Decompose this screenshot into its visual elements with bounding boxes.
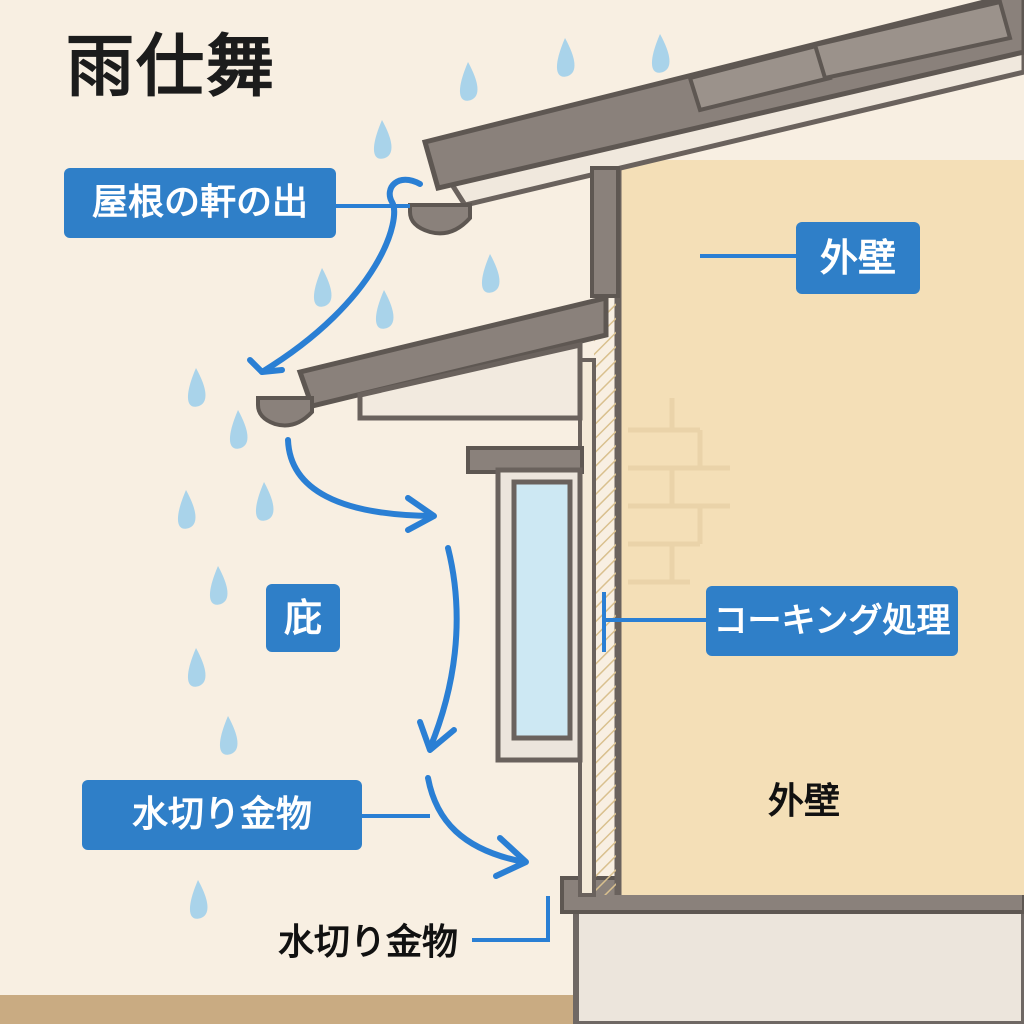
brick-pattern [628, 398, 730, 585]
text-exterior-wall: 外壁 [768, 781, 841, 822]
roof-tile-2 [812, 0, 1013, 81]
raindrop-icon [209, 566, 228, 605]
raindrop-icon [373, 120, 392, 159]
raindrop-icon [177, 490, 196, 529]
label-drip-flashing: 水切り金物 [82, 780, 362, 850]
raindrop-icon [556, 38, 575, 77]
window-glass [511, 479, 573, 741]
raindrop-icon [481, 254, 500, 293]
flow-arrow-icon [425, 775, 527, 865]
raindrop-icon [219, 716, 238, 755]
label-eaves-overhang: 屋根の軒の出 [64, 168, 336, 238]
flow-arrow-icon [405, 495, 437, 533]
text-drip-flashing: 水切り金物 [278, 922, 459, 963]
hisashi-canopy [296, 294, 609, 409]
raindrop-icon [255, 482, 274, 521]
foundation [573, 897, 1024, 1024]
hisashi-underside [357, 341, 583, 421]
flow-arrow-icon [493, 835, 529, 879]
raindrop-icon [187, 648, 206, 687]
flow-arrow-icon [259, 176, 423, 375]
raindrop-icon [651, 34, 670, 73]
raindrops [177, 34, 670, 919]
raindrop-icon [375, 290, 394, 329]
upper-fascia [590, 166, 620, 298]
label-exterior-wall: 外壁 [796, 222, 920, 294]
upper-gutter [408, 203, 472, 236]
raindrop-icon [459, 62, 478, 101]
drip-plain-leader [472, 896, 550, 942]
flow-arrow-icon [247, 357, 285, 375]
label-hisashi: 庇 [266, 584, 340, 652]
flow-arrow-icon [427, 545, 460, 751]
raindrop-icon [189, 880, 208, 919]
raindrop-icon [313, 268, 332, 307]
flow-arrow-icon [417, 719, 457, 753]
raindrop-icon [229, 410, 248, 449]
raindrop-icon [187, 368, 206, 407]
hisashi-gutter [256, 396, 314, 428]
leader-lines [336, 204, 796, 942]
label-caulking: コーキング処理 [706, 586, 958, 656]
flow-arrow-icon [285, 437, 435, 519]
water-flow-arrows [247, 176, 529, 879]
diagram-title: 雨仕舞 [66, 28, 277, 107]
